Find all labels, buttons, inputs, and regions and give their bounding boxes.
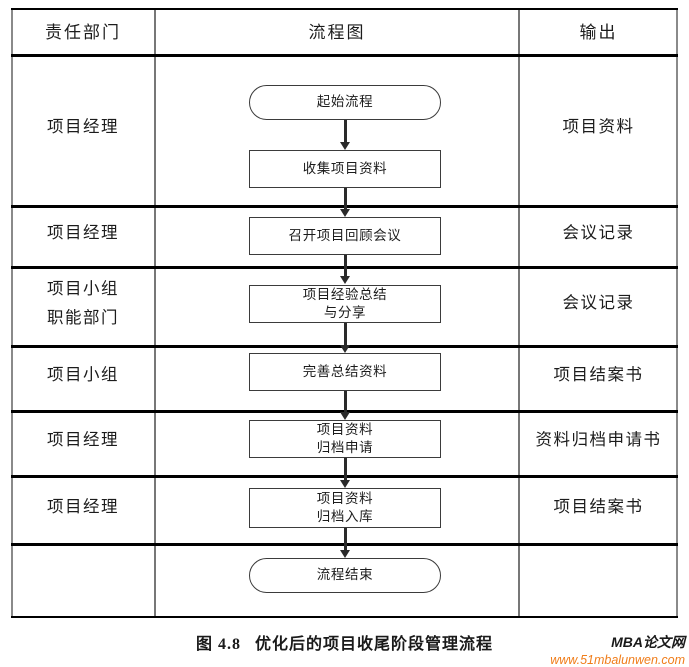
watermark-url: www.51mbalunwen.com (550, 653, 685, 667)
output-cell-2: 会议记录 (562, 223, 635, 243)
watermark-brand: MBA论文网 (611, 634, 685, 650)
figure-title: 优化后的项目收尾阶段管理流程 (255, 636, 494, 653)
row-divider-header (11, 54, 678, 57)
table-right-border (676, 10, 678, 616)
responsible-cell-3-line1: 项目小组 (47, 278, 119, 298)
responsible-cell-3-line2: 职能部门 (47, 307, 119, 327)
figure-caption: 图 4.8 优化后的项目收尾阶段管理流程 (0, 630, 689, 654)
watermark: MBA论文网 www.51mbalunwen.com (550, 632, 685, 667)
output-cell-1: 项目资料 (562, 117, 635, 137)
output-cell-7 (519, 541, 678, 617)
header-output: 输出 (579, 22, 618, 42)
output-cell-6: 项目结案书 (553, 496, 644, 516)
header-responsible-department: 责任部门 (45, 22, 121, 42)
column-divider-left (154, 10, 156, 616)
responsible-cell-5: 项目经理 (47, 430, 119, 450)
responsible-cell-2: 项目经理 (47, 223, 119, 243)
output-cell-5: 资料归档申请书 (535, 430, 662, 450)
column-divider-right (518, 10, 520, 616)
figure-number: 图 4.8 (195, 636, 241, 653)
output-cell-3: 会议记录 (562, 293, 635, 313)
responsible-cell-1: 项目经理 (47, 117, 119, 137)
responsible-cell-6: 项目经理 (47, 496, 119, 516)
table-left-border (11, 10, 13, 616)
responsible-cell-4: 项目小组 (47, 365, 119, 385)
output-cell-4: 项目结案书 (553, 365, 644, 385)
responsible-cell-7 (11, 541, 155, 617)
header-flowchart: 流程图 (308, 22, 366, 42)
responsible-cell-3: 项目小组 职能部门 (11, 264, 155, 343)
